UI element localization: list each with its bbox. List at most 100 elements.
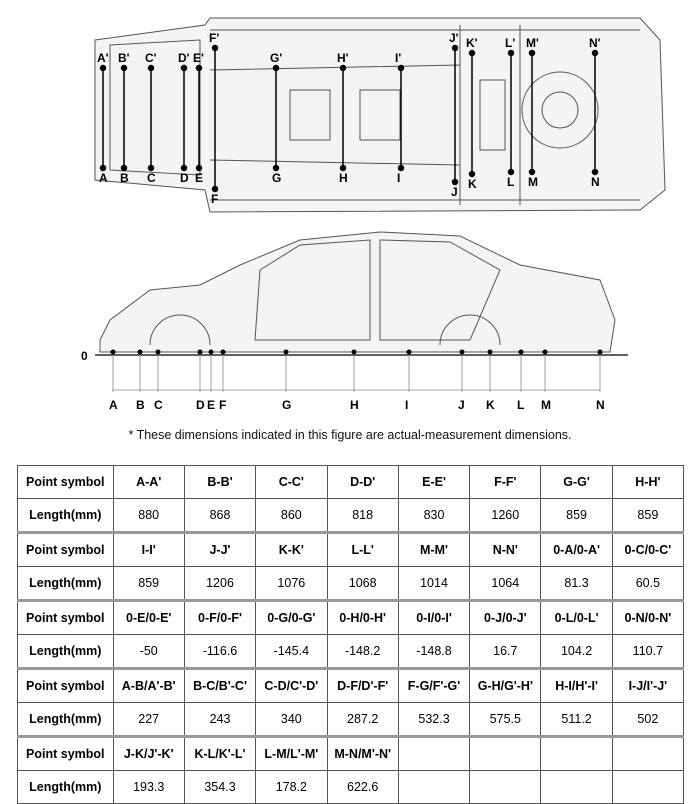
symbol-cell: 0-C/0-C' <box>611 531 685 567</box>
symbol-cell: C-D/C'-D' <box>255 667 328 703</box>
point-label: G <box>272 171 281 185</box>
measure-point <box>197 349 203 355</box>
measure-point <box>507 49 515 57</box>
measure-point <box>180 64 188 72</box>
point-label-prime: N' <box>589 36 601 50</box>
measure-point <box>406 349 412 355</box>
point-label-prime: D' <box>178 51 190 65</box>
length-cell: 354.3 <box>183 770 257 804</box>
side-point-label: A <box>109 398 118 412</box>
symbol-cell: J-K/J'-K' <box>112 735 185 771</box>
row-header: Point symbol <box>17 465 114 499</box>
length-cell: 287.2 <box>326 702 399 737</box>
row-header: Point symbol <box>17 667 114 703</box>
point-label: E <box>195 171 203 185</box>
symbol-cell: C-C' <box>255 465 328 499</box>
symbol-cell: H-I/H'-I' <box>540 667 613 703</box>
symbol-cell: L-M/L'-M' <box>255 735 328 771</box>
side-point-label: N <box>596 398 605 412</box>
point-label-prime: A' <box>97 51 109 65</box>
measure-point <box>487 349 493 355</box>
measure-point <box>180 164 188 172</box>
length-cell: 178.2 <box>255 770 328 804</box>
length-cell <box>540 770 613 804</box>
row-header: Length(mm) <box>17 498 114 533</box>
symbol-cell: A-A' <box>112 465 185 499</box>
measure-point <box>528 49 536 57</box>
length-cell: 830 <box>397 498 471 533</box>
side-point-label: J <box>458 398 465 412</box>
measure-point <box>272 164 280 172</box>
point-label: M <box>528 175 538 189</box>
symbol-cell: K-L/K'-L' <box>183 735 257 771</box>
length-cell: 859 <box>611 498 685 533</box>
measure-point <box>110 349 116 355</box>
length-cell <box>469 770 542 804</box>
length-cell: 193.3 <box>112 770 185 804</box>
measure-point <box>272 64 280 72</box>
measure-point <box>211 185 219 193</box>
measure-point <box>591 168 599 176</box>
point-label: B <box>120 171 129 185</box>
measure-point <box>195 164 203 172</box>
symbol-cell <box>540 735 613 771</box>
measure-point <box>155 349 161 355</box>
symbol-cell: N-N' <box>469 531 542 567</box>
length-cell: 110.7 <box>611 634 685 669</box>
measure-point <box>459 349 465 355</box>
side-point-label: M <box>541 398 551 412</box>
length-cell: 502 <box>611 702 685 737</box>
point-label: C <box>147 171 156 185</box>
row-header: Point symbol <box>17 531 114 567</box>
symbol-cell: D-D' <box>326 465 399 499</box>
measure-point <box>283 349 289 355</box>
length-cell <box>397 770 471 804</box>
point-label: A <box>99 171 108 185</box>
symbol-cell: J-J' <box>183 531 257 567</box>
symbol-cell: G-G' <box>540 465 613 499</box>
point-label-prime: G' <box>270 51 282 65</box>
symbol-cell: K-K' <box>255 531 328 567</box>
point-label: F <box>211 192 218 206</box>
measure-point <box>147 164 155 172</box>
measure-point <box>468 170 476 178</box>
point-label: J <box>451 185 458 199</box>
symbol-cell: 0-E/0-E' <box>112 599 185 635</box>
symbol-cell: 0-A/0-A' <box>540 531 613 567</box>
point-label: I <box>397 171 400 185</box>
length-cell: -148.2 <box>326 634 399 669</box>
length-cell: 575.5 <box>469 702 542 737</box>
length-cell: 860 <box>255 498 328 533</box>
symbol-cell: D-F/D'-F' <box>326 667 399 703</box>
symbol-cell: 0-N/0-N' <box>611 599 685 635</box>
symbol-cell: E-E' <box>397 465 471 499</box>
point-label-prime: E' <box>193 51 204 65</box>
length-cell: 81.3 <box>540 566 613 601</box>
length-cell: 818 <box>326 498 399 533</box>
row-header: Length(mm) <box>17 770 114 804</box>
measure-point <box>591 49 599 57</box>
symbol-cell <box>397 735 471 771</box>
measure-point <box>220 349 226 355</box>
measure-point <box>451 44 459 52</box>
symbol-cell: B-B' <box>183 465 257 499</box>
point-label-prime: K' <box>466 36 478 50</box>
symbol-cell: 0-F/0-F' <box>183 599 257 635</box>
length-cell: 511.2 <box>540 702 613 737</box>
symbol-cell: H-H' <box>611 465 685 499</box>
measure-point <box>528 168 536 176</box>
measure-point <box>518 349 524 355</box>
symbol-cell: F-G/F'-G' <box>397 667 471 703</box>
measure-point <box>397 164 405 172</box>
length-cell: 859 <box>540 498 613 533</box>
point-label: D <box>180 171 189 185</box>
symbol-cell: 0-J/0-J' <box>469 599 542 635</box>
length-cell: 622.6 <box>326 770 399 804</box>
point-label-prime: L' <box>505 36 515 50</box>
